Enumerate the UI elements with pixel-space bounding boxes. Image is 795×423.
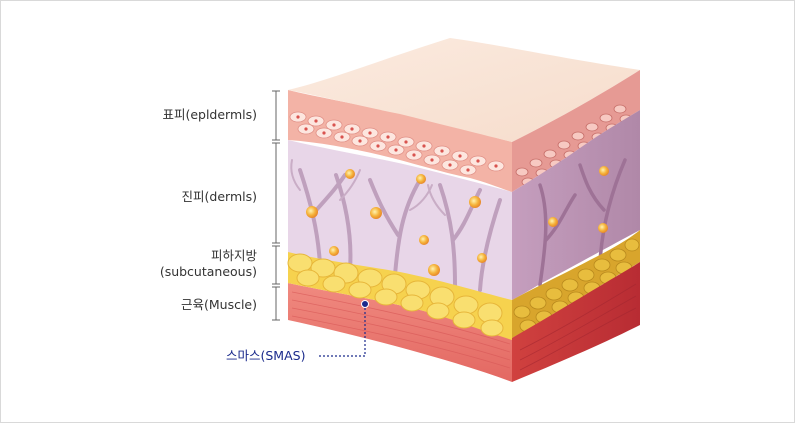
blood-vessels-thin — [290, 159, 446, 216]
blood-vessels — [298, 168, 502, 292]
layer-brackets — [272, 90, 280, 321]
smas-callout-line — [318, 300, 369, 357]
nutrient-dots — [306, 169, 487, 276]
muscle-side-fibers — [519, 283, 637, 371]
label-dermis: 진피(dermls) — [181, 189, 257, 204]
nutrient-dots-side — [548, 166, 609, 233]
epidermis-cell-nuclei — [296, 115, 498, 172]
fat-cells — [287, 253, 504, 337]
muscle-layer-side — [512, 262, 640, 382]
smas-marker-dot — [361, 300, 369, 308]
muscle-fibers — [291, 291, 511, 369]
epidermis-layer-side — [512, 70, 640, 192]
muscle-layer-front — [288, 283, 512, 382]
blood-vessels-side — [538, 158, 627, 287]
skin-surface-top — [288, 38, 640, 142]
label-muscle: 근육(Muscle) — [180, 297, 257, 312]
label-smas: 스마스(SMAS) — [226, 348, 306, 363]
label-subcutaneous: 피하지방 (subcutaneous) — [159, 248, 257, 279]
label-epidermis: 표피(epldermls) — [162, 107, 257, 122]
